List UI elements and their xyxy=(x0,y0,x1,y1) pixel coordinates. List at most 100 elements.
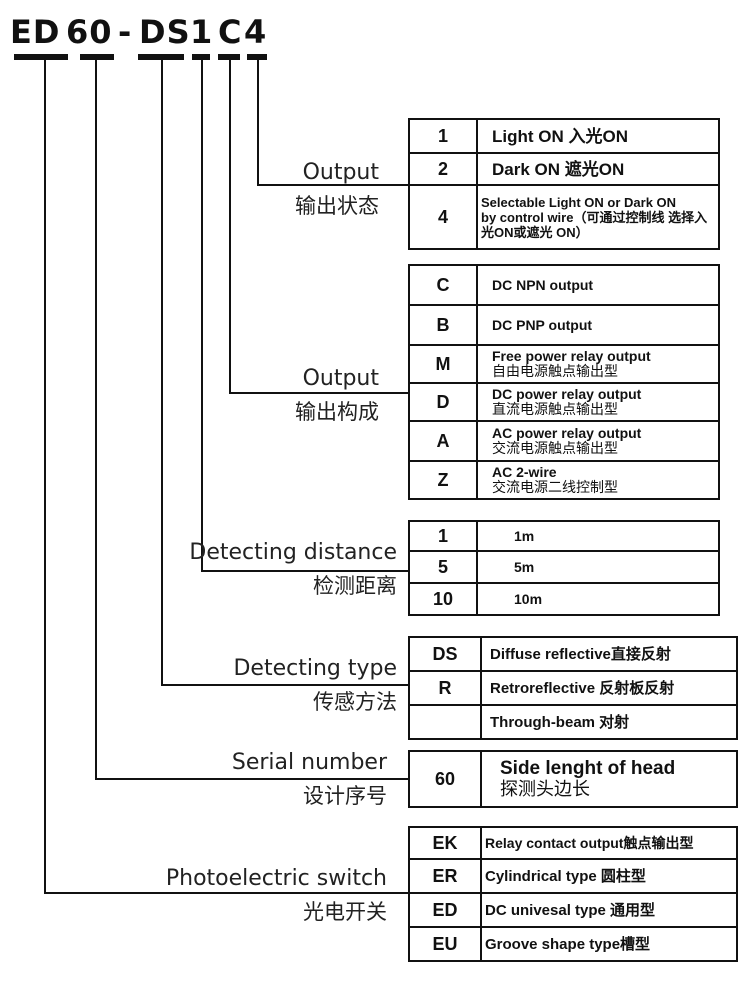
underline-output xyxy=(218,54,240,60)
option-desc-line1: Side lenght of head xyxy=(500,758,676,779)
options-table-serial-number: 60 Side lenght of head 探测头边长 xyxy=(408,750,738,808)
connector-vertical xyxy=(161,60,163,686)
options-table-output-state: 1 Light ON 入光ON 2 Dark ON 遮光ON 4 Selecta… xyxy=(408,118,720,250)
table-row: Through-beam 对射 xyxy=(408,704,738,740)
option-code: ER xyxy=(408,858,482,894)
option-desc: DC NPN output xyxy=(476,264,720,306)
option-desc: Relay contact output触点输出型 xyxy=(480,826,738,860)
connector-horizontal xyxy=(257,184,409,186)
label-en: Serial number xyxy=(231,750,387,775)
option-desc: Dark ON 遮光ON xyxy=(476,152,720,186)
table-row: EK Relay contact output触点输出型 xyxy=(408,826,738,860)
option-code: 2 xyxy=(408,152,478,186)
option-code: 5 xyxy=(408,550,478,584)
options-table-detecting-type: DS Diffuse reflective直接反射 R Retroreflect… xyxy=(408,636,738,740)
option-desc: Diffuse reflective直接反射 xyxy=(480,636,738,672)
option-code: C xyxy=(408,264,478,306)
table-row: EU Groove shape type槽型 xyxy=(408,926,738,962)
option-code: R xyxy=(408,670,482,706)
group-label-photoelectric-switch: Photoelectric switch 光电开关 xyxy=(166,866,387,926)
connector-horizontal xyxy=(95,778,409,780)
option-desc-line2: 直流电源触点输出型 xyxy=(492,401,618,417)
option-desc: 10m xyxy=(476,582,720,616)
group-label-output-state: Output 输出状态 xyxy=(295,160,379,220)
underline-prefix xyxy=(14,54,68,60)
option-desc: Free power relay output 自由电源触点输出型 xyxy=(476,344,720,384)
option-desc: Side lenght of head 探测头边长 xyxy=(480,750,738,808)
option-desc-line2: 交流电源二线控制型 xyxy=(492,479,618,495)
group-label-detecting-type: Detecting type 传感方法 xyxy=(233,656,397,716)
label-cn: 设计序号 xyxy=(303,785,387,808)
option-code: EU xyxy=(408,926,482,962)
option-desc-line2: by control wire（可通过控制线 选择入光ON或遮光 ON） xyxy=(481,209,708,240)
connector-horizontal xyxy=(229,392,409,394)
code-part-distance: 1 xyxy=(190,13,214,51)
underline-state xyxy=(247,54,267,60)
table-row: Z AC 2-wire 交流电源二线控制型 xyxy=(408,460,720,500)
options-table-photoelectric-switch: EK Relay contact output触点输出型 ER Cylindri… xyxy=(408,826,738,962)
option-desc: DC univesal type 通用型 xyxy=(480,892,738,928)
option-desc-line2: 交流电源触点输出型 xyxy=(492,440,618,456)
option-desc: DC PNP output xyxy=(476,304,720,346)
option-desc-line1: AC 2-wire xyxy=(492,464,557,480)
table-row: 1 1m xyxy=(408,520,720,552)
label-cn: 传感方法 xyxy=(313,691,397,714)
option-desc: AC 2-wire 交流电源二线控制型 xyxy=(476,460,720,500)
option-desc-line2: 探测头边长 xyxy=(500,779,590,799)
option-desc: Retroreflective 反射板反射 xyxy=(480,670,738,706)
code-part-output: C xyxy=(218,13,243,51)
connector-vertical xyxy=(44,60,46,894)
connector-vertical xyxy=(257,60,259,186)
option-desc: Groove shape type槽型 xyxy=(480,926,738,962)
code-part-state: 4 xyxy=(244,13,268,51)
connector-horizontal xyxy=(201,570,409,572)
connector-horizontal xyxy=(44,892,409,894)
underline-serial xyxy=(80,54,114,60)
group-label-detecting-distance: Detecting distance 检测距离 xyxy=(189,540,397,600)
table-row: 60 Side lenght of head 探测头边长 xyxy=(408,750,738,808)
option-code: EK xyxy=(408,826,482,860)
code-part-dash: - xyxy=(118,13,133,51)
option-code: 1 xyxy=(408,520,478,552)
underline-type xyxy=(138,54,184,60)
label-en: Detecting type xyxy=(233,656,397,681)
group-label-output-type: Output 输出构成 xyxy=(295,366,379,426)
option-desc: Selectable Light ON or Dark ON by contro… xyxy=(476,184,720,250)
table-row: 2 Dark ON 遮光ON xyxy=(408,152,720,186)
table-row: 10 10m xyxy=(408,582,720,616)
label-en: Output xyxy=(302,160,379,185)
label-cn: 输出状态 xyxy=(295,195,379,218)
option-desc-line1: Selectable Light ON or Dark ON xyxy=(481,194,677,210)
code-part-serial: 60 xyxy=(66,13,113,51)
label-en: Detecting distance xyxy=(189,540,397,565)
table-row: M Free power relay output 自由电源触点输出型 xyxy=(408,344,720,384)
option-desc: 5m xyxy=(476,550,720,584)
options-table-output-type: C DC NPN output B DC PNP output M Free p… xyxy=(408,264,720,500)
group-label-serial-number: Serial number 设计序号 xyxy=(232,750,387,810)
option-code: DS xyxy=(408,636,482,672)
code-part-prefix: ED xyxy=(10,13,61,51)
option-code: 1 xyxy=(408,118,478,154)
option-desc: 1m xyxy=(476,520,720,552)
table-row: DS Diffuse reflective直接反射 xyxy=(408,636,738,672)
option-desc-line2: 自由电源触点输出型 xyxy=(492,363,618,379)
connector-vertical xyxy=(95,60,97,780)
option-code: M xyxy=(408,344,478,384)
option-desc: Through-beam 对射 xyxy=(480,704,738,740)
underline-distance xyxy=(192,54,210,60)
table-row: A AC power relay output 交流电源触点输出型 xyxy=(408,420,720,462)
table-row: ED DC univesal type 通用型 xyxy=(408,892,738,928)
code-part-type: DS xyxy=(139,13,191,51)
option-code: D xyxy=(408,382,478,422)
option-code: B xyxy=(408,304,478,346)
label-cn: 光电开关 xyxy=(303,901,387,924)
label-cn: 输出构成 xyxy=(295,401,379,424)
table-row: C DC NPN output xyxy=(408,264,720,306)
connector-horizontal xyxy=(161,684,409,686)
table-row: R Retroreflective 反射板反射 xyxy=(408,670,738,706)
table-row: 4 Selectable Light ON or Dark ON by cont… xyxy=(408,184,720,250)
option-code xyxy=(408,704,482,740)
option-desc: Cylindrical type 圆柱型 xyxy=(480,858,738,894)
table-row: D DC power relay output 直流电源触点输出型 xyxy=(408,382,720,422)
option-code: Z xyxy=(408,460,478,500)
